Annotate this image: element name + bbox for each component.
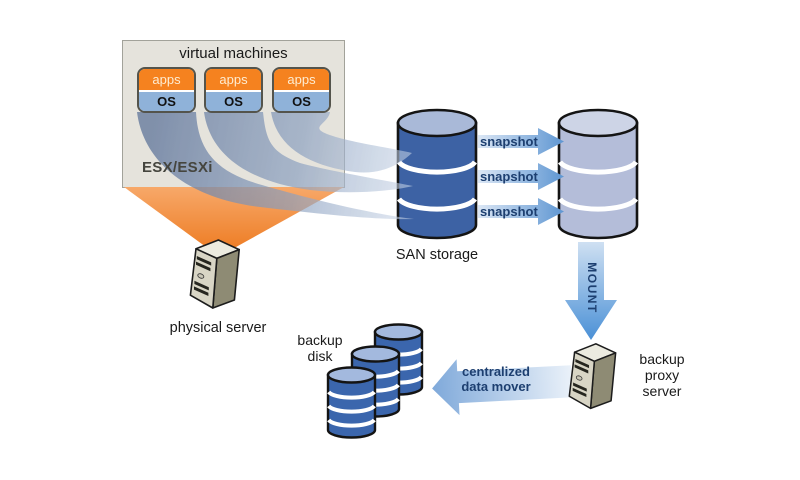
vm2-separator — [206, 90, 261, 93]
data-mover-arrow-icon — [432, 359, 573, 416]
data-mover-line-2: data mover — [461, 379, 531, 394]
vm2-os-label: OS — [206, 92, 261, 111]
vm2-apps-label: apps — [206, 69, 261, 91]
snapshot-label-3: snapshot — [480, 204, 538, 219]
san-storage-cylinder-icon — [396, 108, 478, 240]
mount-arrow-icon — [565, 242, 617, 340]
vm1-os-label: OS — [139, 92, 194, 111]
vm-box-1: apps OS — [137, 67, 196, 113]
vm-box-2: apps OS — [204, 67, 263, 113]
snapshot-volume-cylinder-icon — [557, 108, 639, 240]
vm-to-san-flow-icon — [137, 112, 414, 220]
physical-server-icon — [189, 239, 240, 309]
vm1-apps-label: apps — [139, 69, 194, 91]
physical-server-label: physical server — [169, 320, 267, 336]
backup-disk-label: backup disk — [292, 332, 348, 364]
backup-proxy-server-label: backup proxy server — [626, 351, 698, 399]
vm3-os-label: OS — [274, 92, 329, 111]
esx-host-label: ESX/ESXi — [142, 159, 213, 176]
vm3-apps-label: apps — [274, 69, 329, 91]
vm3-separator — [274, 90, 329, 93]
vm-box-3: apps OS — [272, 67, 331, 113]
snapshot-label-2: snapshot — [480, 169, 538, 184]
data-mover-line-1: centralized — [462, 364, 530, 379]
backup-proxy-line-2: proxy — [644, 367, 680, 383]
virtual-machines-title: virtual machines — [179, 45, 288, 62]
data-mover-label: centralized data mover — [448, 364, 544, 394]
snapshot-label-1: snapshot — [480, 134, 538, 149]
backup-proxy-line-3: server — [642, 383, 682, 399]
backup-disk-line-1: backup — [297, 332, 343, 348]
vm1-separator — [139, 90, 194, 93]
backup-proxy-line-1: backup — [639, 351, 685, 367]
mount-label: MOUNT — [585, 262, 599, 314]
backup-proxy-server-icon — [568, 343, 617, 410]
san-storage-label: SAN storage — [395, 247, 479, 263]
backup-disk-line-2: disk — [307, 348, 333, 364]
